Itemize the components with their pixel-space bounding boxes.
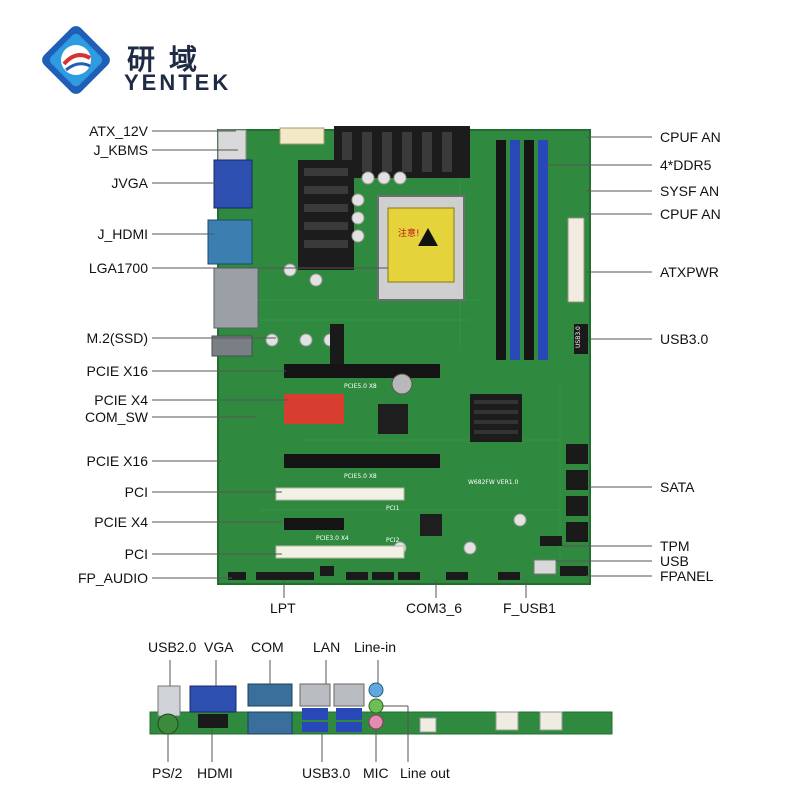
- label-jkbms: J_KBMS: [93, 142, 148, 158]
- io-label-lineout: Line out: [400, 765, 450, 781]
- io-vga: [189, 685, 237, 713]
- silk-model: W682FW VER1.0: [468, 479, 518, 486]
- label-fpanel: FPANEL: [660, 568, 714, 584]
- label-jvga: JVGA: [111, 175, 148, 191]
- m2-slot: [330, 324, 344, 364]
- label-sata: SATA: [660, 479, 695, 495]
- io-ps2: [157, 713, 179, 735]
- atx-power-connector: [567, 217, 585, 303]
- io-usb3-4: [336, 722, 362, 732]
- io-label-linein: Line-in: [354, 639, 397, 655]
- chip: [378, 404, 408, 434]
- label-cpufan-2: CPUF AN: [660, 206, 721, 222]
- io-usb3-2: [302, 722, 328, 732]
- label-m2: M.2(SSD): [86, 330, 148, 346]
- label-com-sw: COM_SW: [85, 409, 148, 425]
- chip: [420, 514, 442, 536]
- brand-name-cn: 研域: [127, 43, 212, 76]
- bottom-headers: [228, 566, 520, 580]
- label-fp-audio: FP_AUDIO: [77, 570, 148, 586]
- silk-pci2: PCI2: [386, 537, 400, 544]
- io-lan-1: [299, 683, 331, 707]
- brand-name-en: YENTEK: [124, 70, 232, 95]
- io-mic: [368, 714, 384, 730]
- usb30-silkscreen: USB3.0: [575, 326, 582, 348]
- label-cpufan-1: CPUF AN: [660, 129, 721, 145]
- io-usb20: [157, 685, 181, 717]
- lga1700-socket: [377, 195, 465, 301]
- label-com3-6: COM3_6: [406, 600, 463, 616]
- io-com-bottom: [247, 711, 293, 735]
- label-tpm: TPM: [660, 538, 690, 554]
- capacitors: [265, 171, 527, 555]
- io-lan-2: [333, 683, 365, 707]
- io-label-vga: VGA: [204, 639, 234, 655]
- label-pcie-x4-a: PCIE X4: [94, 392, 148, 408]
- sata-ports: [566, 444, 588, 542]
- rear-io-panel: [149, 682, 613, 735]
- label-pcie-x4-b: PCIE X4: [94, 514, 148, 530]
- label-f-usb1: F_USB1: [503, 600, 556, 616]
- label-ddr5: 4*DDR5: [660, 157, 712, 173]
- pcie-x16-slot-a: [284, 364, 440, 378]
- silk-pci1: PCI1: [386, 505, 400, 512]
- vga-port: [213, 159, 253, 209]
- io-label-usb3: USB3.0: [302, 765, 351, 781]
- io-lineout: [368, 698, 384, 714]
- silk-pcie-b: PCIE5.0 X8: [344, 473, 377, 480]
- silk-pcie-x4: PCIE3.0 X4: [316, 535, 349, 542]
- audio-ports: [211, 335, 253, 357]
- usb30-header: [574, 324, 588, 354]
- label-jhdmi: J_HDMI: [97, 226, 148, 242]
- top-power-connector: [279, 127, 325, 145]
- vrm-heatsink-left: [298, 160, 354, 270]
- io-label-com: COM: [251, 639, 284, 655]
- label-usb: USB: [660, 553, 689, 569]
- tpm-header: [540, 536, 562, 546]
- label-lga1700: LGA1700: [88, 260, 148, 276]
- cmos-battery: [391, 373, 413, 395]
- callout-lines: [152, 130, 652, 598]
- io-usb3-3: [336, 708, 362, 720]
- vrm-heatsink-top: [334, 126, 470, 178]
- yentek-logo-icon: [42, 26, 110, 94]
- label-atxpwr: ATXPWR: [660, 264, 719, 280]
- pci-slot-2: [275, 545, 405, 559]
- label-lpt: LPT: [270, 600, 296, 616]
- lan-ports: [213, 267, 259, 329]
- io-com-top: [247, 683, 293, 707]
- label-usb30-header: USB3.0: [660, 331, 709, 347]
- label-pci-2: PCI: [124, 546, 148, 562]
- io-label-ps2: PS/2: [152, 765, 183, 781]
- io-label-usb20: USB2.0: [148, 639, 197, 655]
- silk-pcie-a: PCIE5.0 X8: [344, 383, 377, 390]
- socket-warning-label: 注意!: [398, 227, 420, 239]
- io-usb3-1: [302, 708, 328, 720]
- pci-slot-1: [275, 487, 405, 501]
- label-pcie-x16-a: PCIE X16: [86, 363, 148, 379]
- io-label-mic: MIC: [363, 765, 389, 781]
- pcie-x16-slot-b: [284, 454, 440, 468]
- pcie-x4-slot-a: [284, 394, 344, 424]
- pcie-x4-slot-b: [284, 518, 344, 530]
- label-sysfan: SYSF AN: [660, 183, 720, 199]
- io-hdmi: [198, 714, 228, 728]
- hdmi-com-ports: [207, 219, 253, 265]
- io-label-lan: LAN: [313, 639, 341, 655]
- chipset-heatsink: [470, 394, 522, 442]
- label-atx12v: ATX_12V: [89, 123, 148, 139]
- io-linein: [368, 682, 384, 698]
- usb-port: [533, 559, 557, 575]
- label-pcie-x16-b: PCIE X16: [86, 453, 148, 469]
- io-label-hdmi: HDMI: [197, 765, 233, 781]
- fpanel-header: [560, 566, 588, 576]
- ddr5-slots: [496, 140, 548, 360]
- label-pci-1: PCI: [124, 484, 148, 500]
